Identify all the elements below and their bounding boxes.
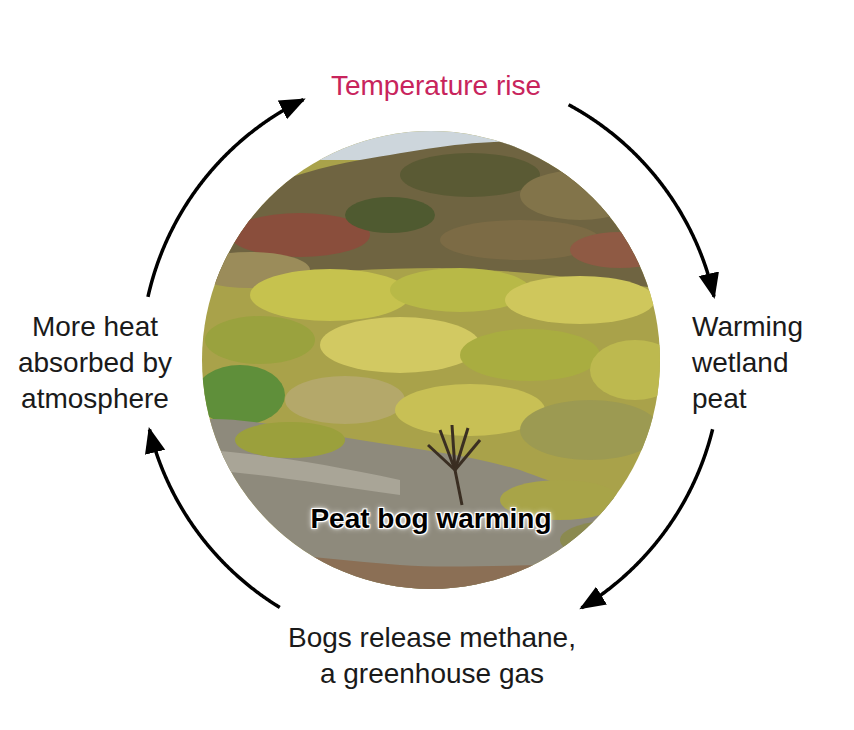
cycle-arrow (149, 430, 279, 608)
pool (190, 419, 670, 600)
moss-mound (285, 376, 405, 424)
moss-mound (560, 520, 680, 560)
step-label: More heat absorbed by atmosphere (5, 309, 185, 417)
step-label: Warming wetland peat (692, 309, 832, 417)
cycle-step: Temperature rise (316, 68, 556, 104)
cycle-arrow (582, 429, 713, 608)
shrub (570, 232, 670, 268)
step-label: Temperature rise (316, 68, 556, 104)
cycle-arrow (148, 100, 303, 297)
shrub (520, 170, 640, 220)
photo-title: Peat bog warming (202, 501, 660, 537)
moss-mound (235, 422, 345, 458)
moss-mound (505, 276, 655, 324)
moss-mound (460, 329, 600, 381)
cycle-step: Warming wetland peat (692, 309, 832, 417)
photo-circle: Peat bog warming (202, 131, 660, 589)
shrub (400, 153, 540, 197)
moss-mound (520, 400, 660, 460)
mud (190, 553, 670, 600)
cycle-step: More heat absorbed by atmosphere (5, 309, 185, 417)
moss-mound (590, 340, 680, 400)
green-moss (195, 365, 285, 425)
dark-plant (428, 425, 480, 505)
photo-content (190, 120, 680, 600)
cycle-arrow (569, 105, 714, 297)
cycle-step: Bogs release methane, a greenhouse gas (282, 620, 582, 692)
moss-mound (205, 316, 315, 364)
step-label: Bogs release methane, a greenhouse gas (282, 620, 582, 692)
shrub (345, 197, 435, 233)
hillside (190, 142, 670, 290)
moss-mound (320, 317, 480, 373)
moss-mound (250, 269, 410, 321)
